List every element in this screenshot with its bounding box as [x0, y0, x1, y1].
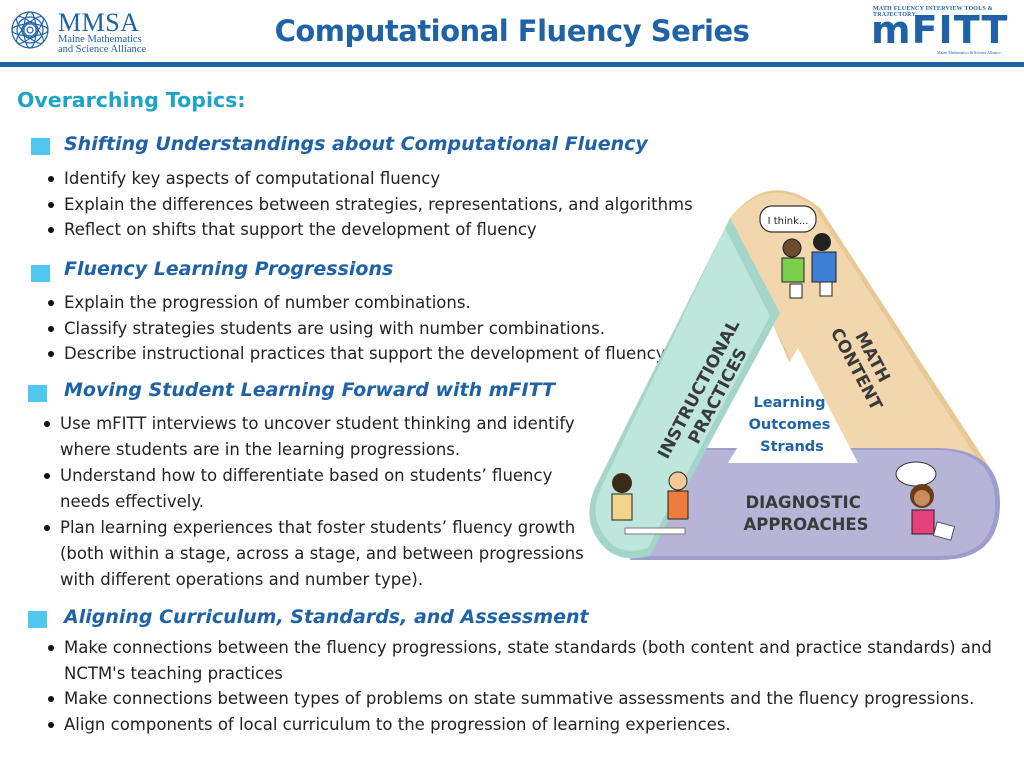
mmsa-subtitle-line: Maine Mathematics	[58, 34, 142, 45]
list-item: Explain the progression of number combin…	[34, 290, 668, 316]
list-item: Make connections between types of proble…	[34, 686, 992, 712]
student-thinking-icon	[895, 461, 956, 541]
list-item: Plan learning experiences that foster st…	[30, 515, 584, 593]
topic-bullet-list: Explain the progression of number combin…	[34, 290, 668, 367]
topic-bullet-list: Identify key aspects of computational fl…	[34, 166, 693, 243]
topic-square-icon	[31, 138, 50, 155]
speech-bubble-text: I think...	[768, 216, 809, 227]
topic-title: Fluency Learning Progressions	[64, 258, 394, 280]
center-triangle	[728, 348, 858, 463]
mfitt-org: Maine Mathematics & Science Alliance	[937, 50, 1001, 55]
topic-bullet-list: Use mFITT interviews to uncover student …	[30, 411, 584, 593]
bottom-strand-label: DIAGNOSTIC APPROACHES	[743, 493, 868, 534]
list-item: Classify strategies students are using w…	[34, 316, 668, 342]
page-header: MMSA Maine Mathematics and Science Allia…	[0, 0, 1024, 67]
mfitt-logo: MATH FLUENCY INTERVIEW TOOLS & TRAJECTOR…	[871, 6, 1016, 60]
topic-square-icon	[28, 611, 47, 628]
list-item-line: with different operations and number typ…	[60, 570, 424, 589]
list-item: Align components of local curriculum to …	[34, 712, 992, 738]
instructional-practices-strand	[589, 218, 780, 559]
center-label-line: Learning	[753, 395, 825, 411]
list-item-line: Plan learning experiences that foster st…	[60, 518, 576, 537]
list-item-line: needs effectively.	[60, 492, 205, 511]
list-item-line: Make connections between the fluency pro…	[64, 638, 992, 657]
center-label: Learning Outcomes Strands	[749, 395, 836, 455]
list-item: Understand how to differentiate based on…	[30, 463, 584, 515]
mfitt-wordmark: mFITT	[871, 8, 1009, 52]
list-item: Use mFITT interviews to uncover student …	[30, 411, 584, 463]
mmsa-flower-icon	[11, 11, 49, 49]
mmsa-logo: MMSA Maine Mathematics and Science Allia…	[10, 6, 150, 58]
topic-title: Aligning Curriculum, Standards, and Asse…	[64, 606, 589, 628]
header-divider	[0, 62, 1024, 67]
center-label-line: Strands	[760, 439, 824, 455]
bottom-strand-label-line: DIAGNOSTIC	[745, 493, 860, 512]
mfitt-tagline: MATH FLUENCY INTERVIEW TOOLS & TRAJECTOR…	[873, 6, 993, 18]
bottom-strand-label-line: APPROACHES	[743, 515, 868, 534]
section-heading: Overarching Topics:	[17, 88, 246, 112]
list-item-line: where students are in the learning progr…	[60, 440, 461, 459]
topic-square-icon	[28, 385, 47, 402]
learning-strands-diagram: I think... INSTRUCTIONAL PRACTICES MATH …	[589, 190, 1000, 560]
center-label-line: Outcomes	[749, 417, 831, 433]
list-item-line: (both within a stage, across a stage, an…	[60, 544, 584, 563]
page-title: Computational Fluency Series	[274, 14, 750, 48]
list-item-line: Use mFITT interviews to uncover student …	[60, 414, 575, 433]
list-item: Describe instructional practices that su…	[34, 341, 668, 367]
topic-bullet-list: Make connections between the fluency pro…	[34, 635, 992, 737]
list-item: Make connections between the fluency pro…	[34, 635, 992, 686]
mmsa-name: MMSA	[58, 8, 140, 37]
list-item: Identify key aspects of computational fl…	[34, 166, 693, 192]
topic-square-icon	[31, 265, 50, 282]
list-item-line: Understand how to differentiate based on…	[60, 466, 553, 485]
students-discussing-icon: I think...	[759, 205, 837, 299]
list-item: Explain the differences between strategi…	[34, 192, 693, 218]
mmsa-subtitle-line: and Science Alliance	[58, 44, 147, 55]
list-item-line: NCTM's teaching practices	[64, 663, 283, 683]
students-working-icon	[611, 471, 689, 535]
list-item: Reflect on shifts that support the devel…	[34, 217, 693, 243]
topic-title: Moving Student Learning Forward with mFI…	[64, 379, 555, 401]
topic-title: Shifting Understandings about Computatio…	[64, 133, 648, 155]
mmsa-subtitle: Maine Mathematics and Science Alliance	[58, 34, 158, 55]
